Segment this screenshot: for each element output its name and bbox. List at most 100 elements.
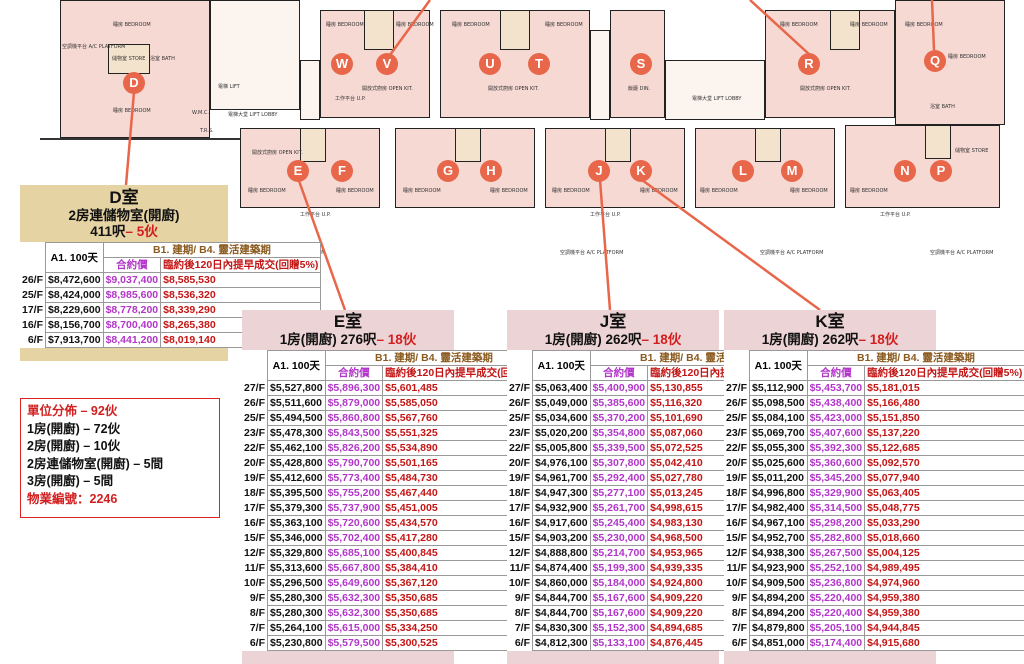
floor-label: 7/F [514,622,531,634]
kitchen-ef [300,128,326,162]
unit-marker-h[interactable]: H [480,160,502,182]
unit-marker-n[interactable]: N [894,160,916,182]
price-cashback: $5,151,850 [864,410,1024,426]
price-cashback: $8,536,320 [160,287,322,303]
unit-marker-p[interactable]: P [930,160,952,182]
price-row: 22/F$5,462,100$5,826,200$5,534,890 [242,440,544,456]
unit-marker-l[interactable]: L [732,160,754,182]
price-contract: $5,423,000 [806,410,866,426]
label-bedroom: 睡房 BEDROOM [248,188,286,194]
unit-marker-f[interactable]: F [331,160,353,182]
price-a1: $4,976,100 [532,455,591,471]
price-a1: $5,494,500 [267,410,326,426]
unit-j-layout: 1房(開廚) 262呎– 18伙 [544,332,682,347]
floor-label: 19/F [244,472,266,484]
price-a1: $5,329,800 [267,545,326,561]
price-row: 9/F$5,280,300$5,632,300$5,350,685 [242,590,544,606]
unit-e-layout: 1房(開廚) 276呎– 18伙 [279,332,417,347]
price-cashback: $4,989,495 [864,560,1024,576]
unit-marker-e[interactable]: E [287,160,309,182]
price-a1: $4,851,000 [749,635,808,651]
price-contract: $8,778,200 [102,302,162,318]
floor-label: 11/F [726,562,748,574]
price-contract: $5,184,000 [589,575,649,591]
label-open-kit: 開放式廚房 OPEN KIT. [362,86,413,92]
price-a1: $7,913,700 [45,332,104,348]
floor-label: 16/F [244,517,266,529]
label-bath: 浴室 BATH [150,56,175,62]
price-row: 7/F$4,879,800$5,205,100$4,944,845 [724,620,1024,636]
unit-marker-w[interactable]: W [331,53,353,75]
price-contract: $5,354,800 [589,425,649,441]
unit-marker-g[interactable]: G [437,160,459,182]
label-open-kit: 開放式廚房 OPEN KIT. [800,86,851,92]
unit-marker-v[interactable]: V [376,53,398,75]
floor-label: 15/F [244,532,266,544]
unit-marker-j[interactable]: J [588,160,610,182]
summary-line: 2房(開廚) – 10伙 [27,439,121,453]
unit-q-block [895,0,1005,125]
unit-marker-k[interactable]: K [630,160,652,182]
price-cashback: $5,166,480 [864,395,1024,411]
label-lift-lobby: 電梯大堂 LIFT LOBBY [228,112,278,118]
price-cashback: $5,122,685 [864,440,1024,456]
price-contract: $5,230,000 [589,530,649,546]
floor-label: 17/F [244,502,266,514]
unit-marker-s[interactable]: S [630,53,652,75]
price-a1: $5,280,300 [267,590,326,606]
price-cashback: $4,915,680 [864,635,1024,651]
label-ac: 空調機平台 A/C PLATFORM [62,44,126,50]
unit-marker-q[interactable]: Q [924,50,946,72]
kitchen-r [830,10,860,50]
price-contract: $5,261,700 [589,500,649,516]
price-cashback: $5,092,570 [864,455,1024,471]
price-contract: $5,667,800 [324,560,384,576]
price-cashback: $5,004,125 [864,545,1024,561]
price-a1: $5,478,300 [267,425,326,441]
price-contract: $5,339,500 [589,440,649,456]
price-contract: $5,720,600 [324,515,384,531]
price-row: 22/F$5,055,300$5,392,300$5,122,685 [724,440,1024,456]
price-contract: $5,220,400 [806,605,866,621]
price-row: 11/F$4,923,900$5,252,100$4,989,495 [724,560,1024,576]
price-row: 25/F$5,084,100$5,423,000$5,151,850 [724,410,1024,426]
unit-marker-d[interactable]: D [123,72,145,94]
price-a1: $5,034,600 [532,410,591,426]
floor-label: 23/F [509,427,531,439]
price-contract: $5,755,200 [324,485,384,501]
unit-d-layout: 2房連儲物室(開廚) [68,208,180,223]
floor-label: 15/F [509,532,531,544]
wall [40,138,240,140]
floor-label: 11/F [244,562,266,574]
price-contract: $5,407,600 [806,425,866,441]
price-row: 18/F$4,996,800$5,329,900$5,063,405 [724,485,1024,501]
floor-label: 9/F [249,592,266,604]
price-a1: $4,894,200 [749,605,808,621]
floor-label: 25/F [726,412,748,424]
duct [300,60,320,120]
label-bedroom: 睡房 BEDROOM [790,188,828,194]
floor-label: 22/F [726,442,748,454]
unit-marker-u[interactable]: U [479,53,501,75]
unit-u-t-block [440,10,590,118]
floor-label: 20/F [509,457,531,469]
price-a1: $4,860,000 [532,575,591,591]
price-cashback: $5,077,940 [864,470,1024,486]
price-a1: $4,938,300 [749,545,808,561]
floor-label: 18/F [726,487,748,499]
floor-label: 27/F [509,382,531,394]
unit-marker-m[interactable]: M [781,160,803,182]
label-bedroom: 睡房 BEDROOM [326,22,364,28]
price-a1: $5,412,600 [267,470,326,486]
price-a1: $5,020,200 [532,425,591,441]
label-store: 儲物室 STORE [112,56,146,62]
label-bedroom: 睡房 BEDROOM [780,22,818,28]
price-a1: $5,069,700 [749,425,808,441]
label-ac: 空調機平台 A/C PLATFORM [760,250,824,256]
floor-label: 8/F [249,607,266,619]
unit-marker-t[interactable]: T [528,53,550,75]
price-a1: $5,084,100 [749,410,808,426]
price-row: 17/F$5,379,300$5,737,900$5,451,005 [242,500,544,516]
unit-marker-r[interactable]: R [798,53,820,75]
